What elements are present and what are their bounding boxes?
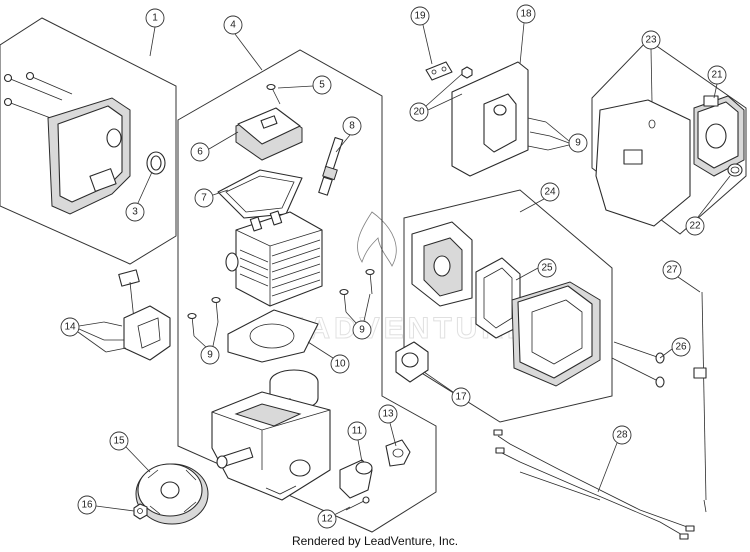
svg-text:9: 9 <box>207 350 213 361</box>
svg-text:22: 22 <box>689 221 701 232</box>
part-head-cover <box>235 107 303 161</box>
svg-text:16: 16 <box>81 500 93 511</box>
callout-21[interactable]: 21 <box>707 65 727 85</box>
callout-1[interactable]: 1 <box>145 8 165 28</box>
part-wire-harness <box>493 429 695 540</box>
svg-text:18: 18 <box>520 9 532 20</box>
svg-text:10: 10 <box>334 359 346 370</box>
part-spacer-plate <box>425 61 453 81</box>
callout-9-cylinder-right[interactable]: 9 <box>352 320 372 340</box>
svg-text:8: 8 <box>349 121 355 132</box>
svg-text:9: 9 <box>575 138 581 149</box>
callout-25[interactable]: 25 <box>537 258 557 278</box>
callout-28[interactable]: 28 <box>612 425 632 445</box>
svg-text:14: 14 <box>64 322 76 333</box>
part-muffler <box>47 97 131 215</box>
svg-text:15: 15 <box>113 436 125 447</box>
part-air-filter-base <box>411 221 473 307</box>
callout-20[interactable]: 20 <box>409 102 429 122</box>
svg-text:28: 28 <box>616 430 628 441</box>
svg-text:3: 3 <box>132 207 138 218</box>
callout-3[interactable]: 3 <box>125 202 145 222</box>
svg-text:12: 12 <box>321 514 333 525</box>
svg-text:1: 1 <box>152 13 158 24</box>
part-head-cover-screw <box>266 83 281 105</box>
group-box-muffler <box>0 17 177 265</box>
part-cylinder-gasket <box>227 309 319 363</box>
footer-credit: Rendered by LeadVenture, Inc. <box>291 534 459 548</box>
svg-text:25: 25 <box>541 263 553 274</box>
callout-15[interactable]: 15 <box>109 431 129 451</box>
callout-7[interactable]: 7 <box>194 188 214 208</box>
svg-text:5: 5 <box>319 80 325 91</box>
part-crankcase <box>211 391 331 501</box>
svg-text:19: 19 <box>414 11 426 22</box>
svg-text:9: 9 <box>359 325 365 336</box>
svg-text:23: 23 <box>645 35 657 46</box>
part-manifold-bolt <box>345 496 370 511</box>
callout-11[interactable]: 11 <box>347 421 367 441</box>
svg-text:24: 24 <box>544 187 556 198</box>
callout-27[interactable]: 27 <box>662 260 682 280</box>
callout-10[interactable]: 10 <box>330 354 350 374</box>
part-cylinder-bolts <box>187 268 375 337</box>
part-muffler-gasket <box>146 151 166 175</box>
callout-18[interactable]: 18 <box>516 4 536 24</box>
callout-26[interactable]: 26 <box>671 337 691 357</box>
svg-text:7: 7 <box>201 193 207 204</box>
part-flywheel <box>135 463 209 525</box>
svg-text:11: 11 <box>352 426 363 437</box>
callout-19[interactable]: 19 <box>410 6 430 26</box>
part-insulator <box>385 439 411 467</box>
part-ignition-coil <box>103 269 171 361</box>
part-carburetor-plate <box>595 99 691 227</box>
callout-12[interactable]: 12 <box>317 509 337 529</box>
part-carburetor-gasket-plate <box>451 61 529 177</box>
callout-5[interactable]: 5 <box>312 75 332 95</box>
callout-13[interactable]: 13 <box>378 404 398 424</box>
part-carburetor-screws <box>527 117 551 151</box>
part-intake-manifold <box>339 459 373 499</box>
part-air-filter-bolts <box>611 341 665 388</box>
svg-text:4: 4 <box>230 20 236 31</box>
part-throttle-cable <box>693 291 707 513</box>
part-carburetor-o-ring <box>727 163 743 177</box>
svg-text:6: 6 <box>197 147 203 158</box>
part-muffler-bolts <box>3 71 73 121</box>
svg-text:27: 27 <box>666 265 678 276</box>
part-cylinder <box>225 210 323 307</box>
callout-9-carburetor[interactable]: 9 <box>568 133 588 153</box>
svg-text:20: 20 <box>413 107 425 118</box>
callout-23[interactable]: 23 <box>641 30 661 50</box>
part-spark-plug <box>318 136 344 196</box>
callout-9-cylinder-left[interactable]: 9 <box>200 345 220 365</box>
callout-16[interactable]: 16 <box>77 495 97 515</box>
part-head-cover-gasket <box>217 169 303 219</box>
part-air-filter-cover <box>511 281 601 387</box>
callout-6[interactable]: 6 <box>190 142 210 162</box>
svg-text:26: 26 <box>675 342 687 353</box>
part-flywheel-nut <box>133 503 148 520</box>
part-pulse-component <box>395 341 429 383</box>
svg-text:13: 13 <box>382 409 394 420</box>
part-carburetor <box>693 95 745 177</box>
callout-8[interactable]: 8 <box>342 116 362 136</box>
callout-22[interactable]: 22 <box>685 216 705 236</box>
callout-14[interactable]: 14 <box>60 317 80 337</box>
leader-lines <box>77 22 731 516</box>
callout-17[interactable]: 17 <box>451 387 471 407</box>
svg-text:17: 17 <box>455 392 467 403</box>
callout-4[interactable]: 4 <box>223 15 243 35</box>
svg-text:21: 21 <box>711 70 723 81</box>
callout-24[interactable]: 24 <box>540 182 560 202</box>
